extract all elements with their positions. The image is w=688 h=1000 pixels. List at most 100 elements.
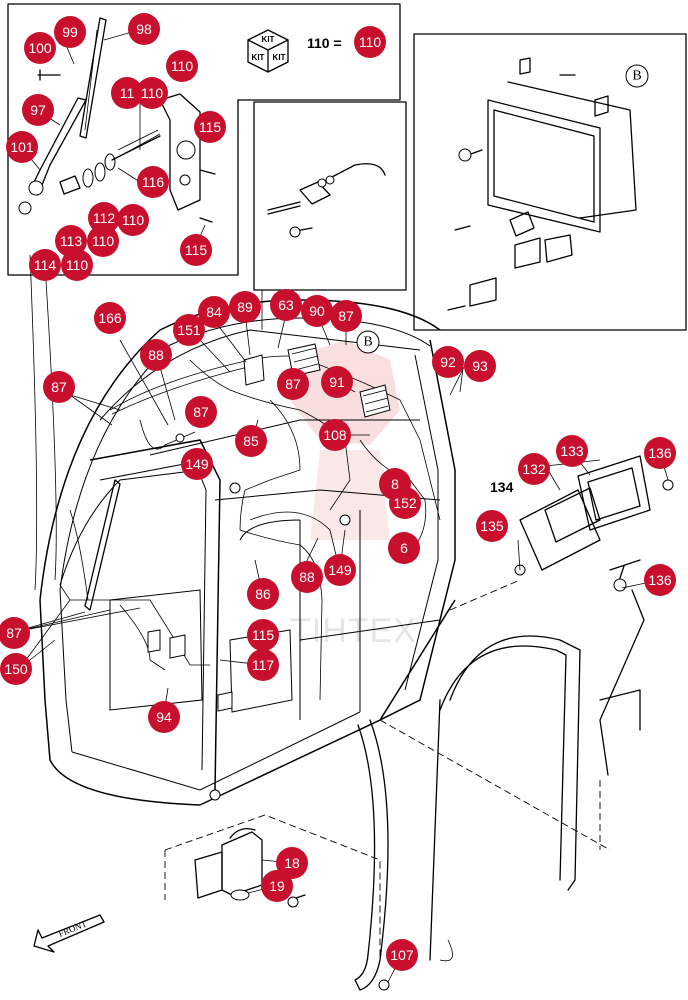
svg-text:149: 149 [185, 456, 209, 472]
svg-text:149: 149 [328, 562, 352, 578]
callout-115b: 115 [180, 234, 212, 266]
view-ref-detail: B [625, 64, 649, 88]
svg-text:89: 89 [237, 299, 253, 315]
callout-90: 90 [301, 295, 333, 327]
callout-115a: 115 [194, 111, 226, 143]
svg-text:88: 88 [148, 347, 164, 363]
svg-text:110: 110 [141, 85, 164, 101]
svg-text:85: 85 [243, 433, 259, 449]
callout-kit-110: 110 [354, 26, 386, 58]
svg-text:110: 110 [92, 233, 115, 249]
callout-133: 133 [556, 435, 588, 467]
window-detail-panel [413, 33, 687, 331]
callout-112: 112 [88, 202, 120, 234]
callout-108: 108 [319, 419, 351, 451]
svg-text:87: 87 [51, 379, 67, 395]
work-lamp-group [379, 455, 674, 851]
svg-text:110: 110 [171, 58, 194, 74]
svg-text:115: 115 [185, 242, 208, 258]
callout-97: 97 [22, 94, 54, 126]
svg-text:100: 100 [28, 40, 52, 56]
watermark-text: TIHTEX [290, 612, 417, 650]
callout-89: 89 [229, 291, 261, 323]
hose-detail-panel [253, 101, 407, 330]
svg-text:110: 110 [122, 212, 145, 228]
callout-91: 91 [321, 366, 353, 398]
callout-11x: 11 [111, 77, 143, 109]
svg-text:84: 84 [206, 304, 222, 320]
callout-87d: 87 [185, 396, 217, 428]
svg-text:86: 86 [255, 586, 271, 602]
svg-text:112: 112 [93, 210, 116, 226]
svg-text:135: 135 [480, 518, 504, 534]
callout-100: 100 [24, 32, 56, 64]
svg-text:132: 132 [522, 461, 546, 477]
callout-114: 114 [29, 249, 61, 281]
callout-18: 18 [276, 847, 308, 879]
callout-150: 150 [0, 653, 32, 685]
callout-135: 135 [476, 510, 508, 542]
callout-110e: 110 [61, 249, 93, 281]
callout-132: 132 [518, 453, 550, 485]
cab-frame [39, 299, 456, 806]
kit-word-left: KIT [252, 53, 265, 62]
callout-136a: 136 [644, 437, 676, 469]
callout-152: 152 [389, 487, 421, 519]
label-134: 134 [490, 479, 514, 495]
callout-87a: 87 [330, 300, 362, 332]
svg-text:6: 6 [400, 540, 408, 556]
svg-text:133: 133 [560, 443, 584, 459]
svg-text:136: 136 [648, 445, 672, 461]
front-direction-arrow: FRONT [33, 914, 105, 953]
callout-113: 113 [55, 225, 87, 257]
kit-equals-text: 110 = [307, 35, 342, 51]
svg-text:101: 101 [10, 139, 34, 155]
svg-text:91: 91 [329, 374, 345, 390]
callout-149b: 149 [324, 554, 356, 586]
callout-117: 117 [247, 649, 279, 681]
callout-149a: 149 [181, 448, 213, 480]
callout-101: 101 [6, 131, 38, 163]
view-ref-detail-letter: B [632, 69, 641, 84]
svg-text:114: 114 [34, 257, 57, 273]
callout-110c: 110 [117, 204, 149, 236]
callout-85: 85 [235, 425, 267, 457]
svg-text:117: 117 [252, 657, 275, 673]
handrail-group [354, 635, 581, 991]
svg-text:87: 87 [285, 376, 301, 392]
callout-110d: 110 [87, 225, 119, 257]
svg-text:151: 151 [177, 322, 201, 338]
svg-text:110: 110 [66, 257, 89, 273]
svg-text:108: 108 [323, 427, 347, 443]
svg-text:92: 92 [440, 354, 456, 370]
callout-63: 63 [270, 289, 302, 321]
svg-text:166: 166 [98, 310, 122, 326]
callout-87c: 87 [43, 371, 75, 403]
svg-text:88: 88 [299, 569, 315, 585]
svg-text:116: 116 [142, 174, 165, 190]
callout-136b: 136 [644, 564, 676, 596]
callout-87b: 87 [277, 368, 309, 400]
callout-115c: 115 [247, 619, 279, 651]
kit-word-right: KIT [273, 53, 286, 62]
callout-86: 86 [247, 578, 279, 610]
svg-text:11: 11 [120, 85, 135, 101]
callout-88b: 88 [291, 561, 323, 593]
svg-text:99: 99 [62, 24, 78, 40]
callout-93: 93 [464, 350, 496, 382]
svg-text:93: 93 [472, 358, 488, 374]
washer-tank-group [164, 814, 390, 991]
callout-110a: 110 [166, 50, 198, 82]
wiper-detail-panel [7, 3, 401, 276]
svg-text:19: 19 [269, 878, 285, 894]
callout-151: 151 [173, 314, 205, 346]
callout-99: 99 [54, 16, 86, 48]
callout-116: 116 [137, 166, 169, 198]
callout-19: 19 [261, 870, 293, 902]
callout-6: 6 [388, 532, 420, 564]
callout-107: 107 [386, 939, 418, 971]
svg-text:152: 152 [393, 495, 417, 511]
callout-98: 98 [128, 13, 160, 45]
svg-text:63: 63 [278, 297, 294, 313]
